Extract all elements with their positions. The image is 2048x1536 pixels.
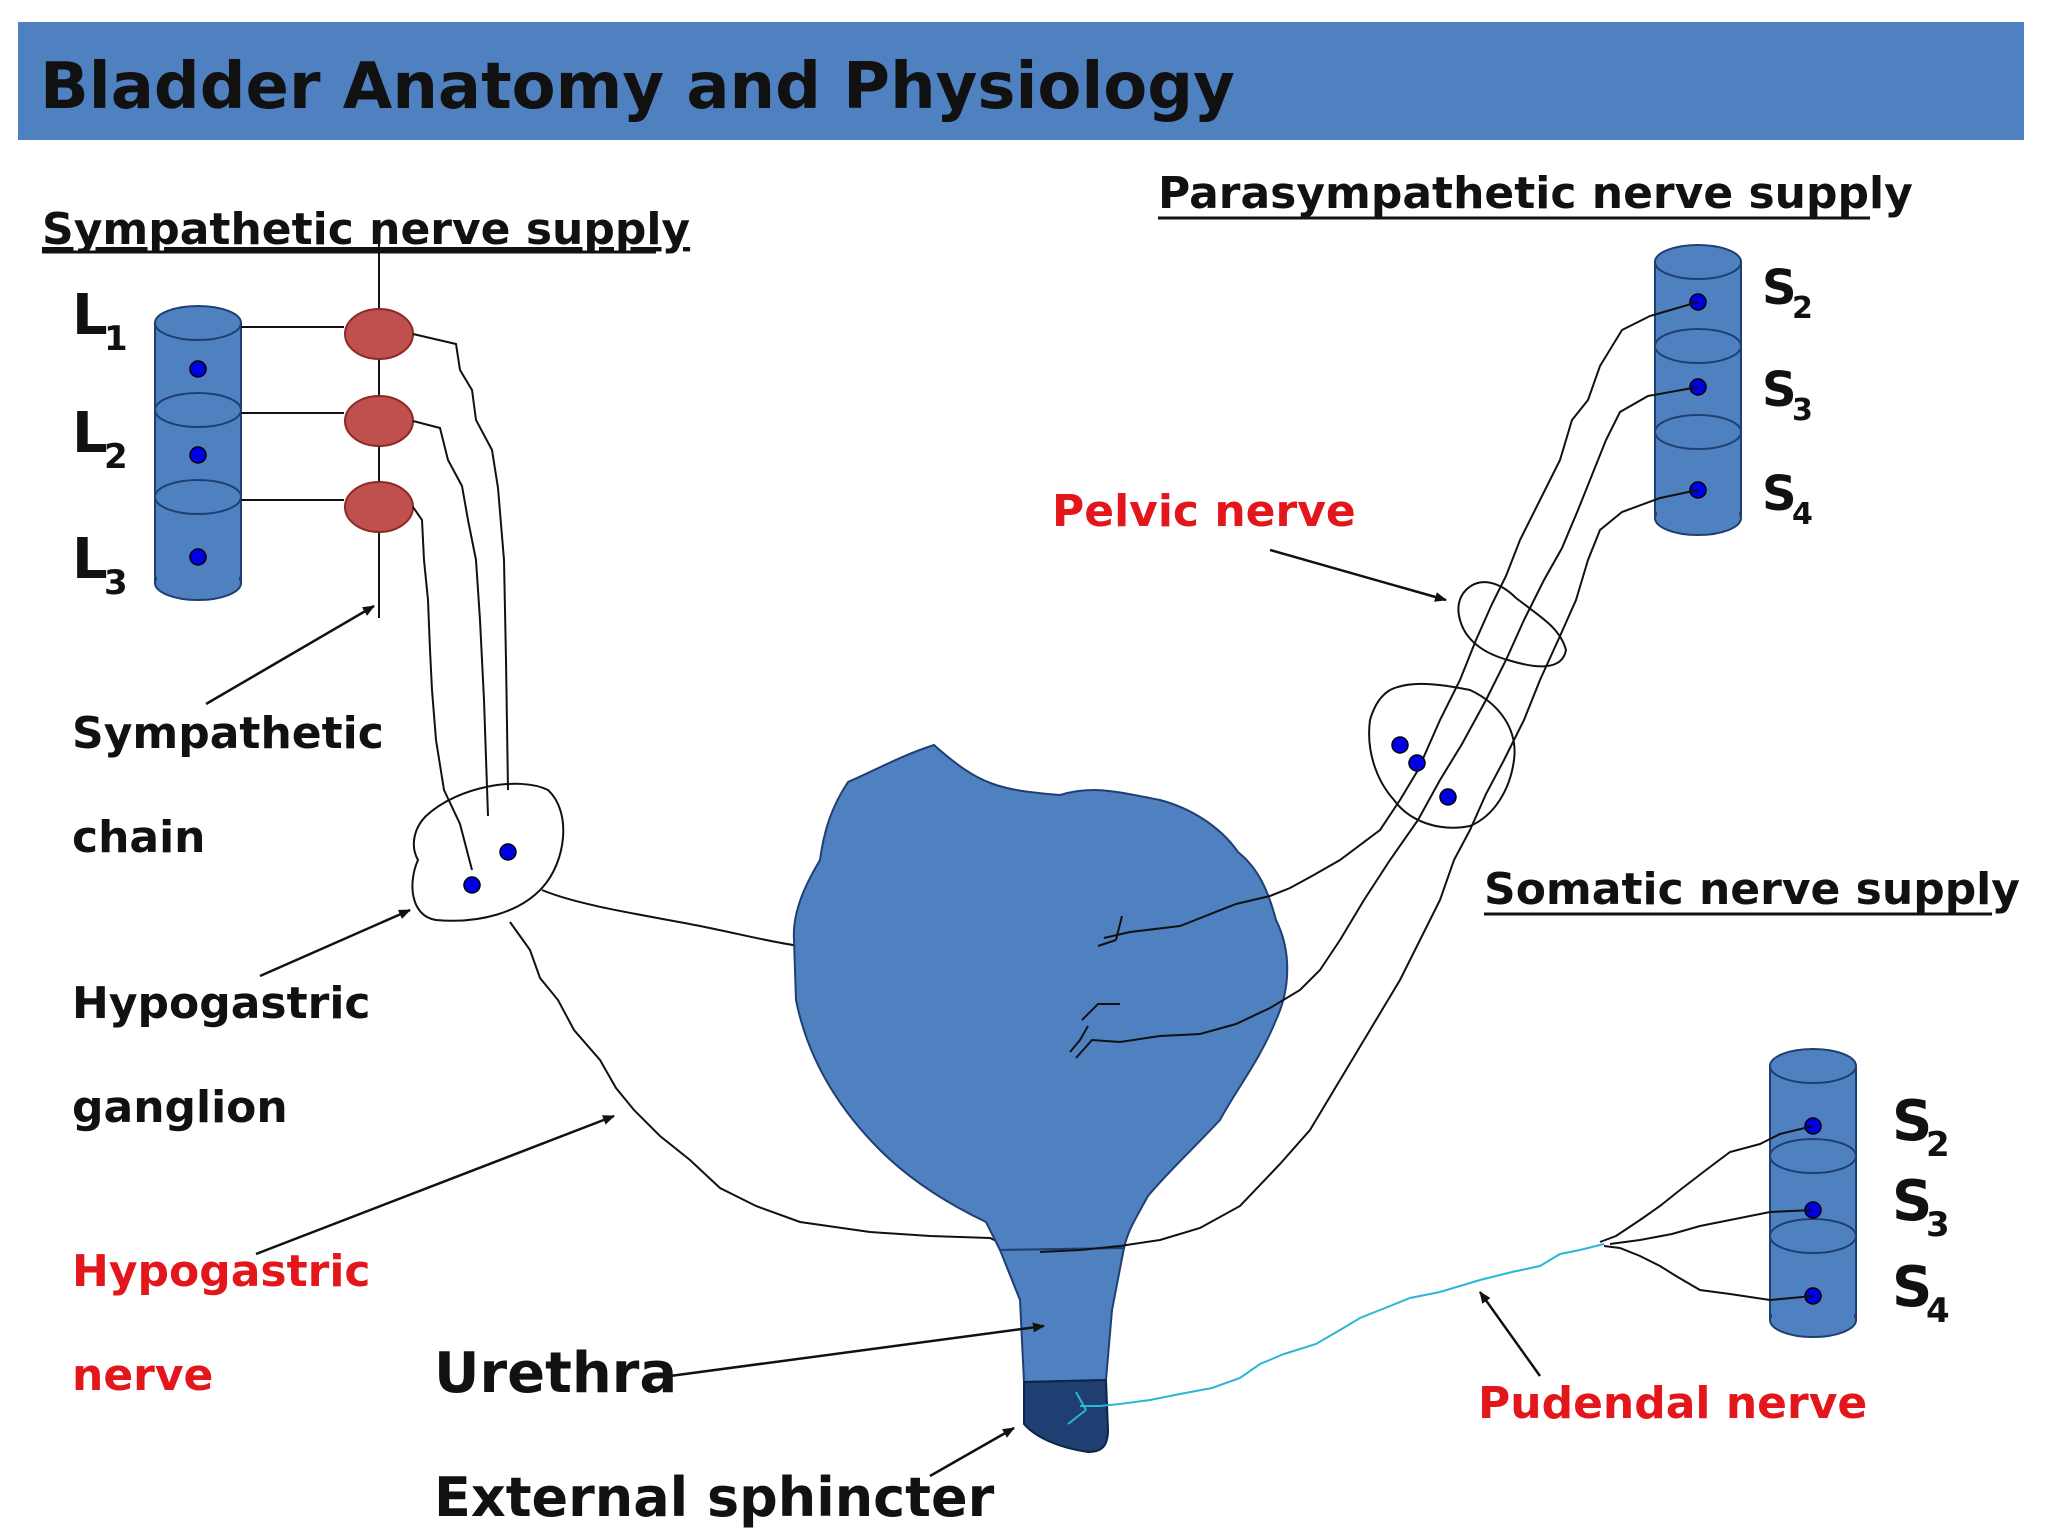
hypogastric-ganglion (411, 782, 565, 922)
parasympathetic-heading: Parasympathetic nerve supply (1158, 168, 1913, 219)
external-sphincter (1023, 1378, 1110, 1454)
nucleus-dot (1408, 754, 1426, 772)
parasympathetic-sacral-cylinder (1654, 244, 1742, 536)
pudendal-nerve-path (1080, 1243, 1605, 1407)
nucleus-dot (1439, 788, 1457, 806)
urethra-tube (998, 1246, 1126, 1384)
pelvic-ganglion-lower (1368, 682, 1516, 829)
somatic-sacral-cylinder (1769, 1048, 1857, 1338)
label-sympathetic-chain-1: Sympathetic (72, 708, 384, 759)
segment-label-s2-somatic: S 2 (1892, 1089, 1950, 1165)
somatic-heading: Somatic nerve supply (1484, 864, 2020, 915)
pelvic-ganglion-upper (1457, 581, 1568, 668)
label-sympathetic-chain-2: chain (72, 812, 206, 863)
svg-text:L: L (72, 401, 108, 466)
svg-text:3: 3 (1926, 1205, 1950, 1245)
label-hypogastric-nerve-1: Hypogastric (72, 1246, 371, 1297)
bladder (792, 743, 1289, 1252)
label-hypogastric-ganglion-2: ganglion (72, 1082, 288, 1133)
sympathetic-ganglion (344, 481, 414, 533)
svg-text:S: S (1892, 1169, 1932, 1234)
sympathetic-ganglion (344, 308, 414, 360)
svg-text:1: 1 (104, 319, 128, 359)
lumbar-spinal-cylinder (154, 305, 242, 601)
svg-text:2: 2 (104, 437, 128, 477)
pudendal-nerve-ending (1067, 1391, 1087, 1425)
nucleus-dot (463, 876, 481, 894)
label-pelvic-nerve: Pelvic nerve (1052, 486, 1356, 537)
nucleus-dot (1391, 736, 1409, 754)
label-hypogastric-ganglion-1: Hypogastric (72, 978, 371, 1029)
segment-label-s3-somatic: S 3 (1892, 1169, 1950, 1245)
svg-text:S: S (1892, 1255, 1932, 1320)
somatic-fibres (1599, 1125, 1814, 1302)
svg-text:S: S (1892, 1089, 1932, 1154)
label-hypogastric-nerve-2: nerve (72, 1350, 213, 1401)
segment-label-s4-somatic: S 4 (1892, 1255, 1950, 1331)
label-urethra: Urethra (434, 1341, 677, 1406)
svg-text:4: 4 (1926, 1291, 1950, 1331)
segment-label-s3-para: S 3 (1762, 362, 1813, 428)
svg-text:2: 2 (1792, 291, 1813, 326)
nucleus-dot (189, 446, 207, 464)
svg-text:S: S (1762, 466, 1797, 522)
sympathetic-heading: Sympathetic nerve supply (42, 204, 690, 255)
segment-label-l1: L 1 (72, 283, 128, 359)
page-title: Bladder Anatomy and Physiology (40, 50, 1235, 124)
svg-text:3: 3 (1792, 393, 1813, 428)
pelvic-nerve-fibres (1039, 301, 1699, 1253)
label-pudendal-nerve: Pudendal nerve (1478, 1378, 1867, 1429)
segment-label-s4-para: S 4 (1762, 466, 1813, 532)
title-bar (18, 22, 2024, 140)
svg-text:S: S (1762, 362, 1797, 418)
nucleus-dot (189, 360, 207, 378)
sympathetic-fibres (412, 333, 509, 871)
nucleus-dot (499, 843, 517, 861)
svg-text:L: L (72, 283, 108, 348)
svg-text:2: 2 (1926, 1125, 1950, 1165)
svg-text:3: 3 (104, 563, 128, 603)
label-external-sphincter: External sphincter (434, 1466, 995, 1529)
svg-text:S: S (1762, 260, 1797, 316)
sympathetic-ganglion (344, 395, 414, 447)
segment-label-l3: L 3 (72, 527, 128, 603)
segment-label-l2: L 2 (72, 401, 128, 477)
arrow-pointer-icon (205, 548, 1542, 1478)
svg-text:4: 4 (1792, 497, 1813, 532)
segment-label-s2-para: S 2 (1762, 260, 1813, 326)
nucleus-dot (189, 548, 207, 566)
svg-text:L: L (72, 527, 108, 592)
